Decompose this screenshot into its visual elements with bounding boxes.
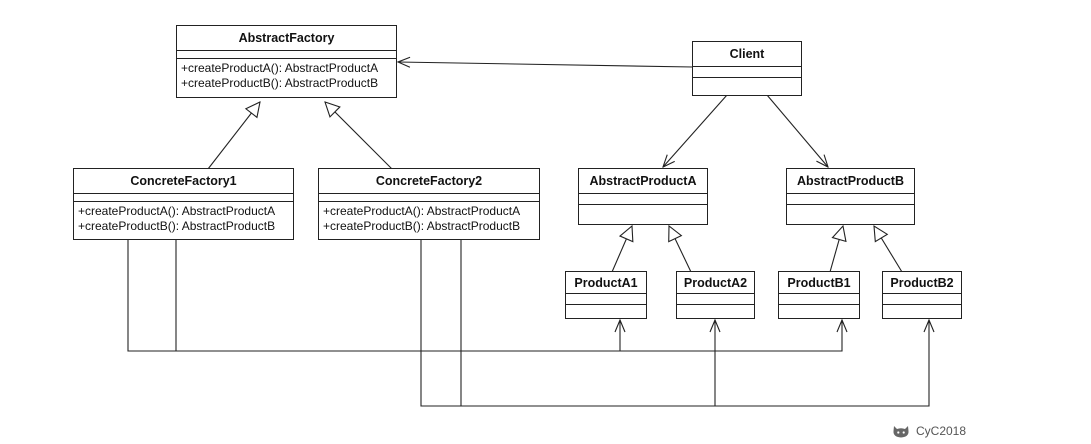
github-octocat-icon <box>893 426 909 438</box>
attributes-compartment <box>693 67 801 78</box>
class-name: AbstractProductA <box>579 169 707 194</box>
product-b2-class[interactable]: ProductB2 <box>882 271 962 319</box>
concrete-factory-2-class[interactable]: ConcreteFactory2 +createProductA(): Abst… <box>318 168 540 240</box>
association-client-to-apb <box>766 94 828 167</box>
class-name: ProductA1 <box>566 272 646 294</box>
operations-compartment <box>677 305 754 315</box>
watermark: CyC2018 <box>892 422 966 440</box>
dependency-cf2-to-a2 <box>460 239 715 407</box>
attributes-compartment <box>579 194 707 205</box>
attributes-compartment <box>177 51 396 59</box>
operation: +createProductB(): AbstractProductB <box>78 219 276 233</box>
class-name: ConcreteFactory2 <box>319 169 539 194</box>
generalization-a2-to-apa <box>669 226 692 273</box>
attributes-compartment <box>319 194 539 202</box>
association-client-to-af <box>398 62 694 67</box>
class-name: Client <box>693 42 801 67</box>
attributes-compartment <box>74 194 293 202</box>
association-client-to-apa <box>663 94 728 167</box>
operations-compartment <box>787 205 914 221</box>
operations-compartment <box>779 305 859 315</box>
attributes-compartment <box>779 294 859 305</box>
operations-compartment: +createProductA(): AbstractProductA +cre… <box>319 202 539 236</box>
operations-compartment: +createProductA(): AbstractProductA +cre… <box>74 202 293 236</box>
operations-compartment <box>566 305 646 315</box>
generalization-b1-to-apb <box>829 226 843 273</box>
dependency-cf2-to-b2 <box>420 239 929 407</box>
operation: +createProductB(): AbstractProductB <box>323 219 521 233</box>
operation: +createProductA(): AbstractProductA <box>181 61 379 75</box>
operation: +createProductA(): AbstractProductA <box>78 204 276 218</box>
generalization-b2-to-apb <box>874 226 903 273</box>
attributes-compartment <box>566 294 646 305</box>
class-name: ProductB2 <box>883 272 961 294</box>
class-name: AbstractProductB <box>787 169 914 194</box>
abstract-product-b-class[interactable]: AbstractProductB <box>786 168 915 225</box>
dependency-cf1-to-a1 <box>127 239 620 352</box>
attributes-compartment <box>677 294 754 305</box>
concrete-factory-1-class[interactable]: ConcreteFactory1 +createProductA(): Abst… <box>73 168 294 240</box>
product-a2-class[interactable]: ProductA2 <box>676 271 755 319</box>
attributes-compartment <box>787 194 914 205</box>
class-name: ProductA2 <box>677 272 754 294</box>
product-a1-class[interactable]: ProductA1 <box>565 271 647 319</box>
abstract-factory-class[interactable]: AbstractFactory +createProductA(): Abstr… <box>176 25 397 98</box>
attributes-compartment <box>883 294 961 305</box>
class-name: ConcreteFactory1 <box>74 169 293 194</box>
class-name: AbstractFactory <box>177 26 396 51</box>
operations-compartment <box>883 305 961 315</box>
product-b1-class[interactable]: ProductB1 <box>778 271 860 319</box>
dependency-cf1-to-b1 <box>175 239 842 352</box>
client-class[interactable]: Client <box>692 41 802 96</box>
watermark-text: CyC2018 <box>916 424 967 438</box>
class-name: ProductB1 <box>779 272 859 294</box>
operations-compartment <box>693 78 801 94</box>
generalization-cf1-to-af <box>207 102 260 170</box>
operations-compartment <box>579 205 707 221</box>
operations-compartment: +createProductA(): AbstractProductA +cre… <box>177 59 396 93</box>
abstract-product-a-class[interactable]: AbstractProductA <box>578 168 708 225</box>
operation: +createProductB(): AbstractProductB <box>181 76 379 90</box>
generalization-a1-to-apa <box>611 226 632 273</box>
operation: +createProductA(): AbstractProductA <box>323 204 521 218</box>
generalization-cf2-to-af <box>325 102 393 170</box>
